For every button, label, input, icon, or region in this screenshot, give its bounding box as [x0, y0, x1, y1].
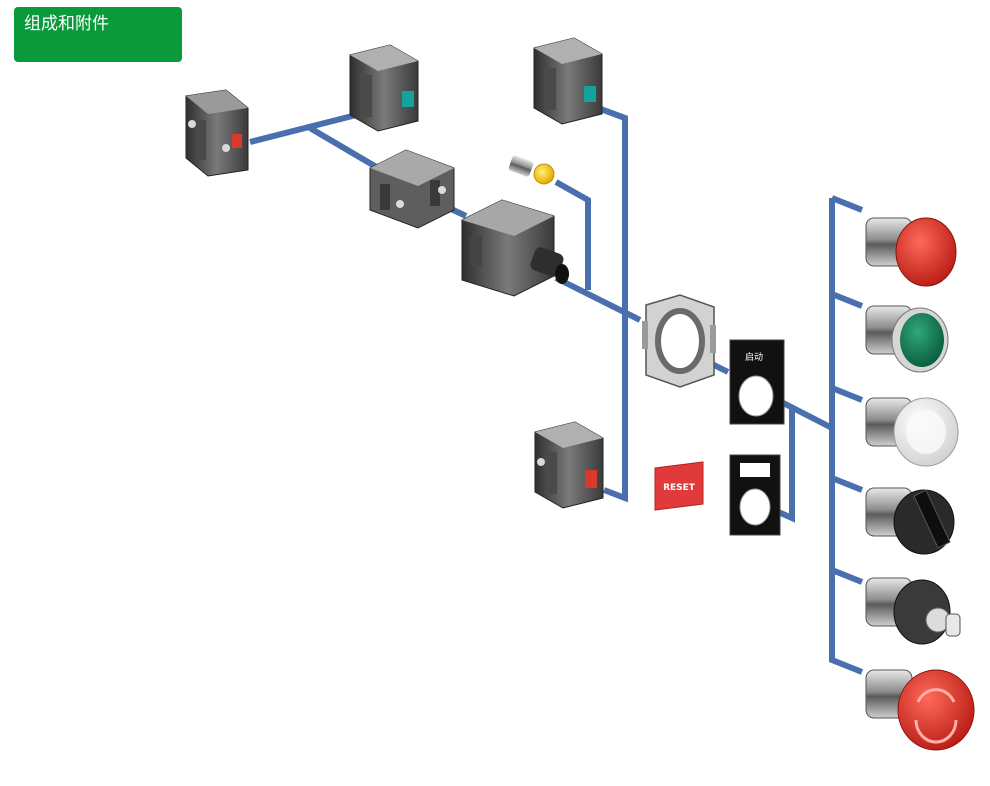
connector-line [830, 475, 864, 493]
connector-line [249, 109, 369, 145]
legend-plate-text: 启动 [745, 351, 763, 363]
contact-no-teal-icon [402, 91, 414, 107]
contact-nc-red-icon [585, 470, 597, 488]
connector-line [308, 125, 380, 171]
connector-line [554, 179, 591, 290]
title-badge: 组成和附件 [14, 7, 182, 62]
page-title: 组成和附件 [24, 14, 109, 34]
legend-holder [729, 454, 781, 536]
contact-block-nc-left [185, 89, 249, 177]
contact-block-no-top-right [533, 37, 603, 125]
key-switch-icon [945, 613, 961, 637]
contact-block-nc-bottom [534, 421, 604, 509]
contact-nc-red-icon [232, 134, 242, 148]
light-module [461, 199, 569, 297]
bulb-icon [533, 163, 555, 185]
mounting-adapter [369, 149, 455, 229]
contact-block-no-top [349, 44, 419, 132]
legend-plate: 启动 [729, 339, 785, 425]
connector-line [596, 105, 628, 320]
mounting-collar [642, 294, 716, 388]
head-selector [865, 487, 955, 555]
head-illuminated-white [865, 397, 959, 467]
emergency-stop-icon [897, 669, 975, 751]
connector-line [830, 567, 864, 585]
head-flush-red [865, 217, 957, 287]
push-button-icon [900, 313, 944, 367]
push-button-icon [895, 217, 957, 287]
reset-label-text: RESET [663, 483, 696, 493]
connector-line [830, 291, 864, 309]
contact-no-teal-icon [584, 86, 596, 102]
head-key-switch [865, 577, 961, 645]
connector-line [829, 198, 864, 675]
selector-switch-icon [913, 489, 951, 549]
connector-line [830, 385, 864, 403]
head-emergency-mushroom [865, 669, 975, 751]
connector-line [602, 320, 628, 503]
led-lamp [508, 155, 555, 185]
head-flush-green [865, 305, 949, 373]
reset-label-plate: RESET [654, 461, 704, 511]
connector-line [830, 195, 864, 213]
